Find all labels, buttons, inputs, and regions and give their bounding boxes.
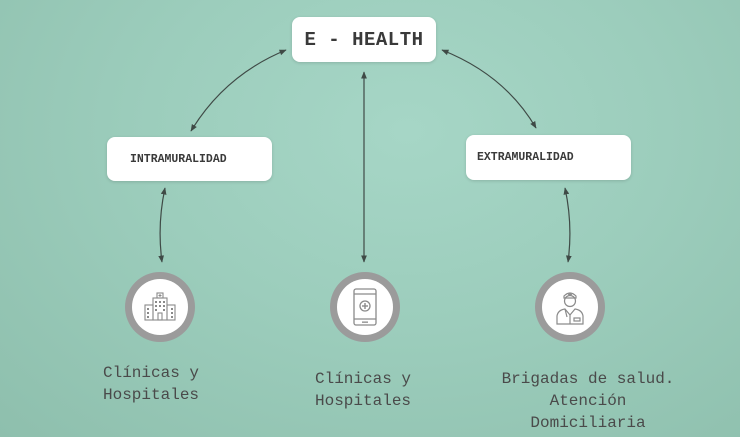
arrow-extramuralidad-brigadas bbox=[563, 187, 572, 263]
intramuralidad-box: INTRAMURALIDAD bbox=[107, 137, 272, 181]
doctor-node bbox=[535, 272, 605, 342]
caption-line: Clínicas y bbox=[315, 370, 412, 388]
caption-line: Hospitales bbox=[315, 392, 412, 410]
doctor-caption: Brigadas de salud. Atención Domiciliaria bbox=[470, 368, 706, 434]
caption-line: Clínicas y bbox=[103, 364, 200, 382]
caption-line: Hospitales bbox=[103, 386, 200, 404]
intramuralidad-label: INTRAMURALIDAD bbox=[130, 152, 227, 166]
caption-line: Atención bbox=[549, 392, 627, 410]
ehealth-title: E - HEALTH bbox=[304, 28, 424, 51]
doctor-icon bbox=[556, 292, 584, 325]
extramuralidad-box: EXTRAMURALIDAD bbox=[466, 135, 631, 180]
extramuralidad-label: EXTRAMURALIDAD bbox=[477, 151, 574, 164]
arrow-intramuralidad-hospitals bbox=[158, 187, 167, 263]
caption-line: Brigadas de salud. bbox=[501, 370, 675, 388]
hospital-node bbox=[125, 272, 195, 342]
arrow-ehealth-intramuralidad bbox=[190, 49, 287, 132]
caption-line: Domiciliaria bbox=[530, 414, 646, 432]
mobile-health-caption: Clínicas y Hospitales bbox=[315, 368, 411, 412]
mobile-health-node bbox=[330, 272, 400, 342]
ehealth-box: E - HEALTH bbox=[292, 17, 436, 62]
mobile-health-icon bbox=[353, 288, 377, 326]
arrow-ehealth-extramuralidad bbox=[441, 49, 537, 129]
hospital-caption: Clínicas y Hospitales bbox=[103, 362, 199, 406]
hospital-icon bbox=[144, 292, 176, 321]
